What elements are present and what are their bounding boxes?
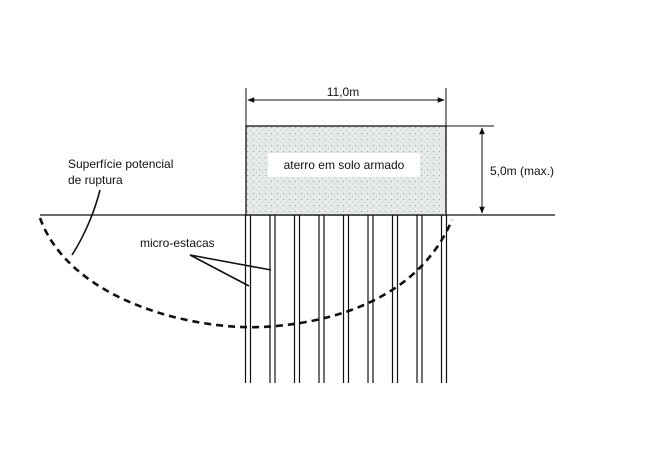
fill-block-label: aterro em solo armado	[284, 158, 405, 172]
rupture-surface-label-line2: de ruptura	[68, 173, 123, 187]
width-dimension-label: 11,0m	[327, 85, 359, 99]
micro-piles-label: micro-estacas	[140, 236, 215, 250]
micro-piles-group	[244, 215, 448, 383]
height-dimension-label: 5,0m (max.)	[490, 164, 554, 178]
fill-label-box	[268, 153, 420, 177]
micro-piles-leader-1	[189, 254, 272, 271]
micro-piles-leader-2	[189, 254, 250, 287]
rupture-surface-label-line1: Superfície potencial	[68, 157, 173, 171]
rupture-surface-leader	[71, 189, 101, 256]
rupture-surface	[38, 217, 454, 329]
